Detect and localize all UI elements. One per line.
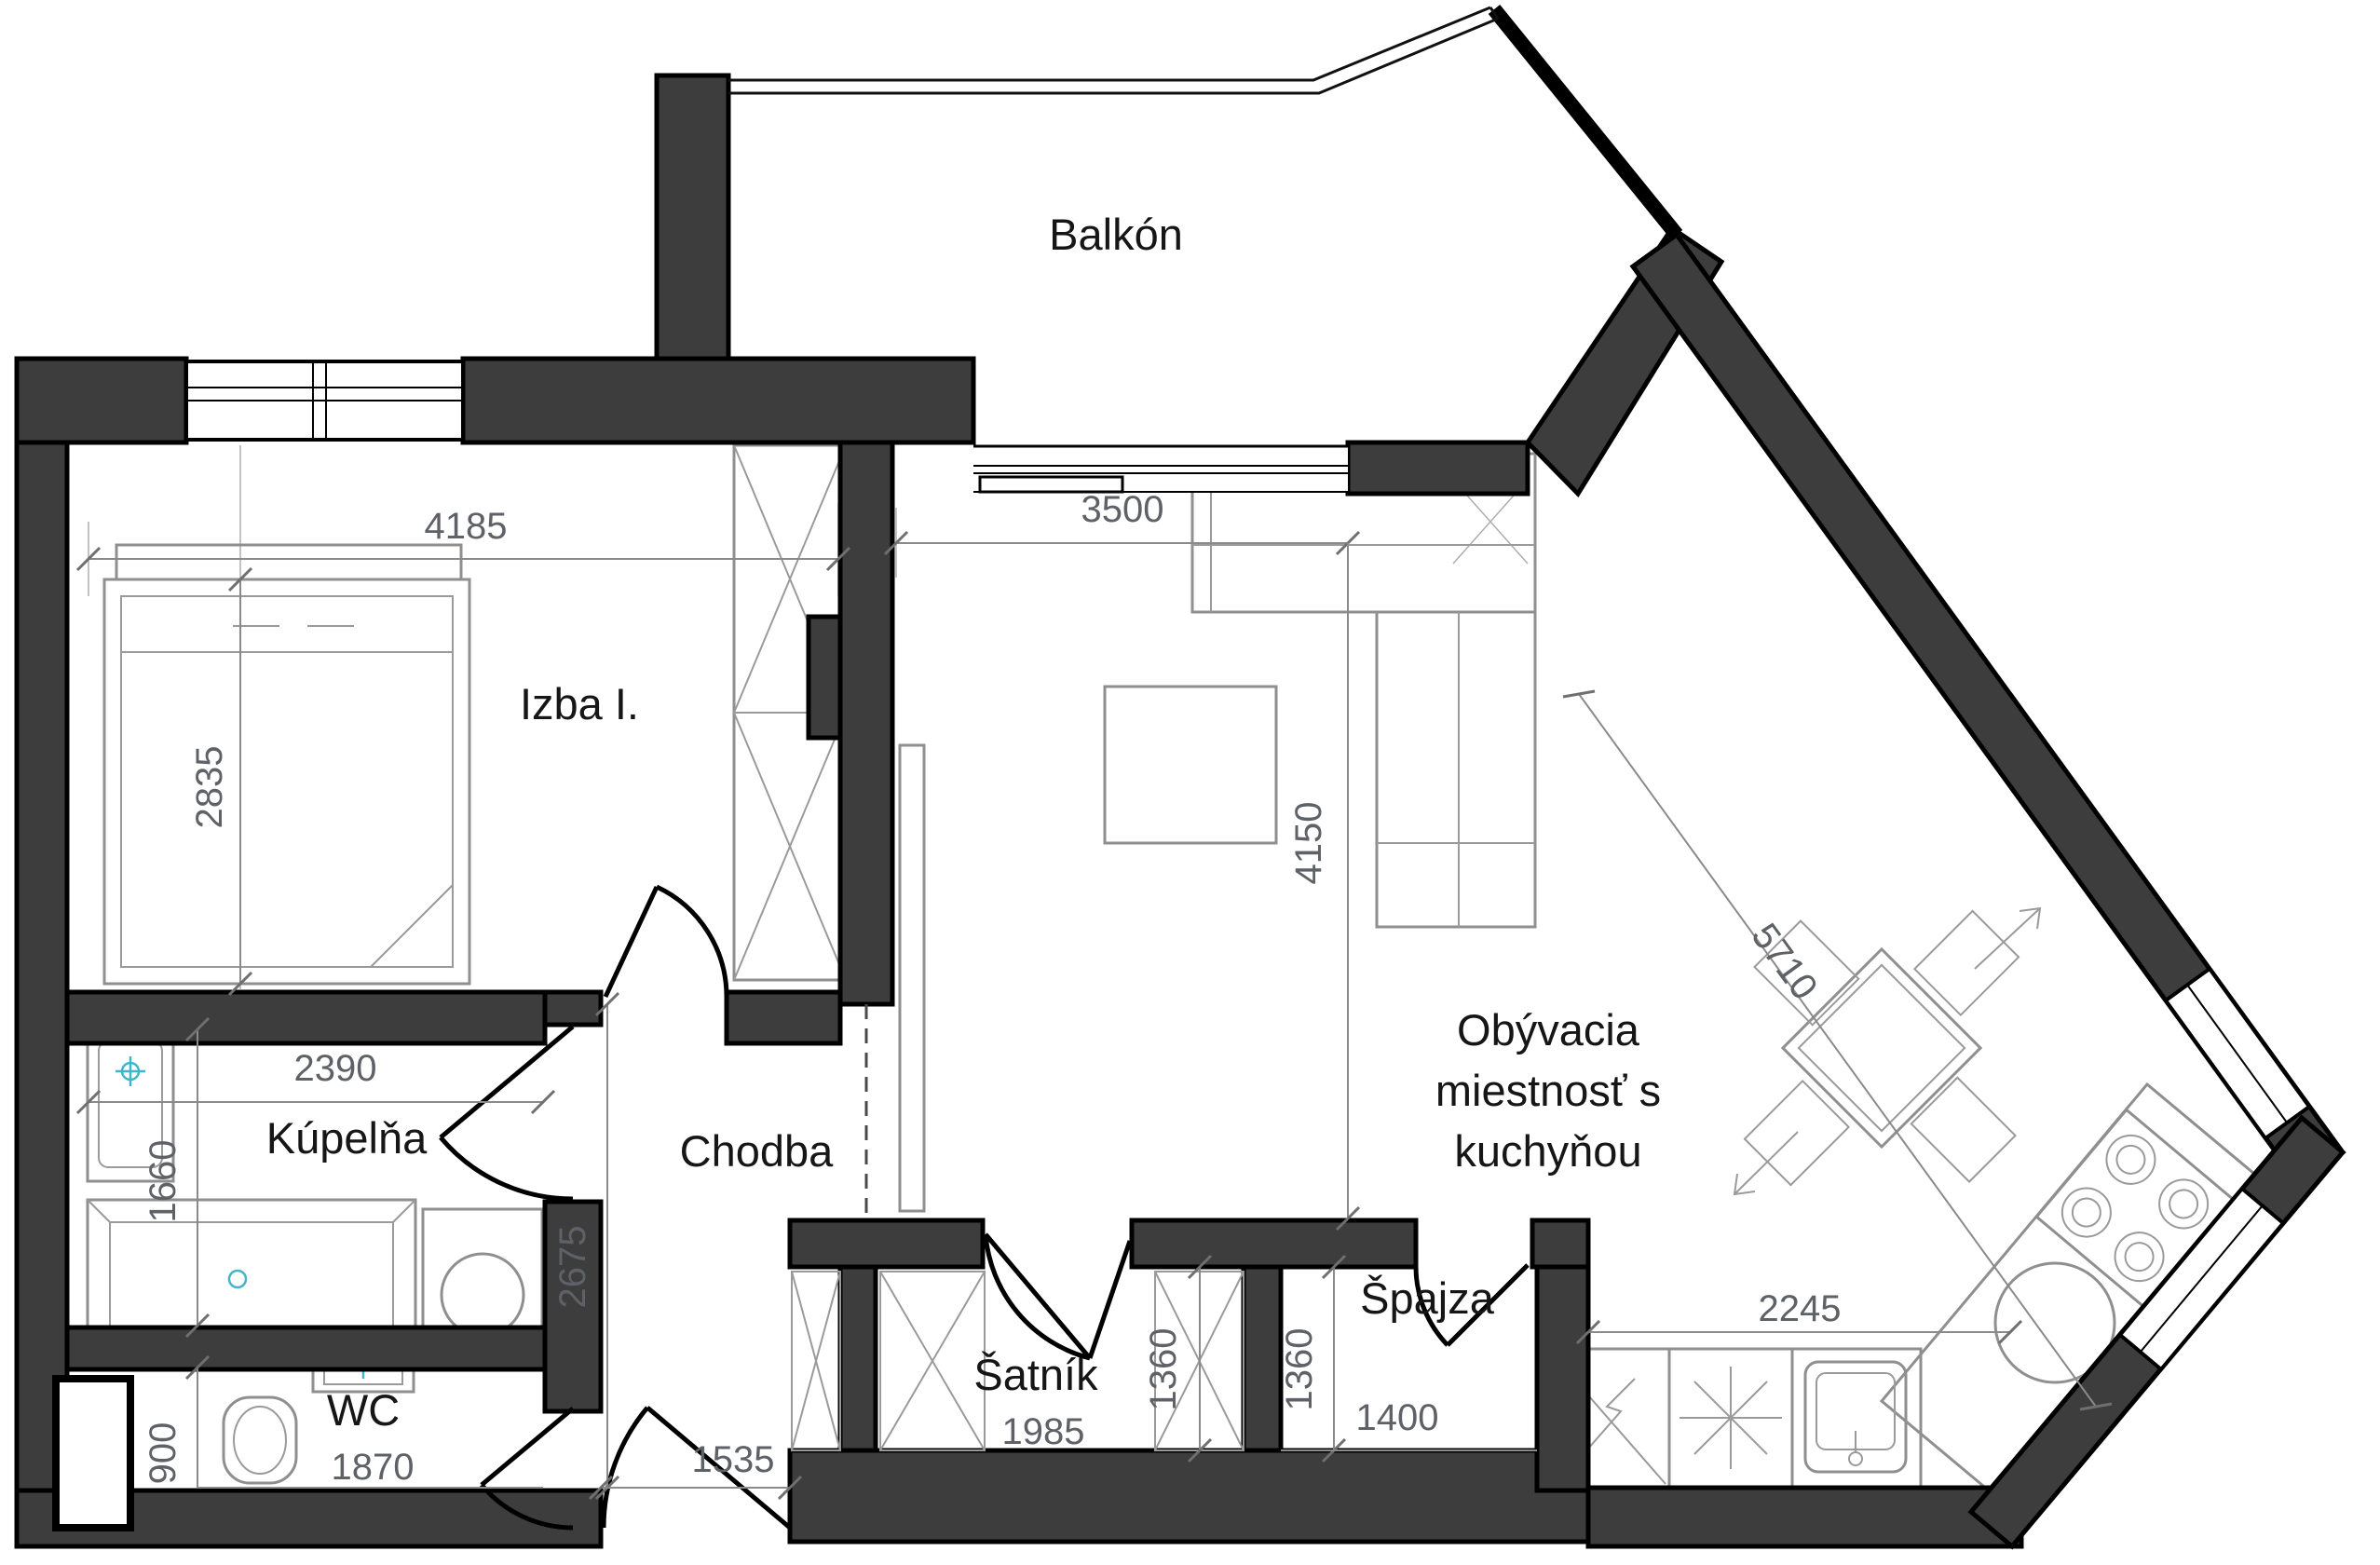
wall-satnik-divider-b [1241,1264,1284,1453]
wall-pantry-right [1534,1264,1591,1493]
pantry-door [1413,1263,1530,1347]
wall-balcony-stub [654,73,731,361]
dim-3500: 3500 [1081,489,1164,530]
living-label-line1: Obývacia [1457,1005,1640,1055]
wall-top-right [460,356,976,445]
coffee-table-icon [1103,685,1278,845]
toilet-icon [222,1395,298,1485]
doors [439,884,1530,1531]
dim-2835: 2835 [189,746,230,829]
dining-table-icon [1743,909,2020,1187]
wall-bath-wc-divider [64,1325,548,1372]
living-label-line2: miestnosť s [1435,1066,1661,1115]
entry-door [601,1406,792,1530]
bathroom-door [439,1025,575,1202]
kitchen-sink-icon [1803,1360,1908,1474]
dim-4150: 4150 [1288,802,1329,885]
living-label-line3: kuchyňou [1454,1126,1641,1176]
dim-5710: 5710 [1744,916,1826,1007]
wall-closet-top-a [787,1218,986,1270]
dim-2245: 2245 [1759,1288,1842,1329]
wall-closet-top-b [1129,1218,1419,1270]
wall-left [14,356,70,1545]
tv-bench-icon [898,743,926,1213]
sofa-icon [1190,452,1537,929]
satnik-door [983,1232,1133,1361]
pantry-label: Špajza [1360,1273,1495,1323]
wall-bathroom-top [64,989,548,1046]
dimension-lines [75,530,2113,1501]
dim-1535: 1535 [692,1439,775,1480]
wall-living-top [1345,440,1530,497]
wall-balcony-right [1488,4,1683,240]
wall-bottom-closets [787,1448,1591,1545]
bed-icon [102,543,471,986]
dim-1360-satnik: 1360 [1143,1328,1184,1411]
wc-shaft [52,1375,134,1531]
labels: Balkón Izba I. Kúpelňa WC Chodba Šatník … [143,210,1841,1488]
corner-cabinet-icon [1993,1261,2116,1384]
wall-hall-column-b [542,1199,604,1414]
wall-bedroom-niche [806,614,843,741]
dim-1985: 1985 [1002,1411,1085,1452]
windows [52,360,2312,1531]
balcony-sliding-door [973,444,1348,494]
dim-4185: 4185 [425,506,508,547]
dim-1660: 1660 [143,1140,184,1223]
wall-hall-column-a [542,989,604,1027]
hob-icon [2034,1108,2236,1309]
kitchen-counter-icon [1544,1082,2257,1493]
dim-1870: 1870 [332,1447,415,1488]
dim-900: 900 [143,1422,184,1485]
direction-arrows [1733,906,2042,1196]
wall-bottom-kitchen [1585,1485,2024,1549]
wall-satnik-divider-a [837,1264,878,1453]
dim-1360-pantry: 1360 [1279,1328,1320,1411]
balcony-railing [728,6,1500,95]
bedroom-door [603,884,729,999]
dim-2390: 2390 [294,1048,377,1089]
bathroom-label: Kúpelňa [266,1113,428,1163]
wall-bedroom-door-side [724,989,843,1046]
wall-top-left-pillar [14,356,189,445]
balcony-label: Balkón [1049,210,1183,259]
bedroom-label: Izba I. [520,679,639,728]
dim-2675: 2675 [552,1226,593,1309]
hall-label: Chodba [680,1126,834,1176]
wall-bedroom-right [837,440,895,1007]
wc-door [480,1407,575,1531]
wc-label: WC [327,1385,400,1435]
walls [14,4,2346,1550]
wall-closet-top-c [1530,1218,1591,1270]
dim-1400: 1400 [1356,1397,1439,1438]
stove-icon [1680,1367,1782,1469]
satnik-label: Šatník [973,1350,1098,1399]
